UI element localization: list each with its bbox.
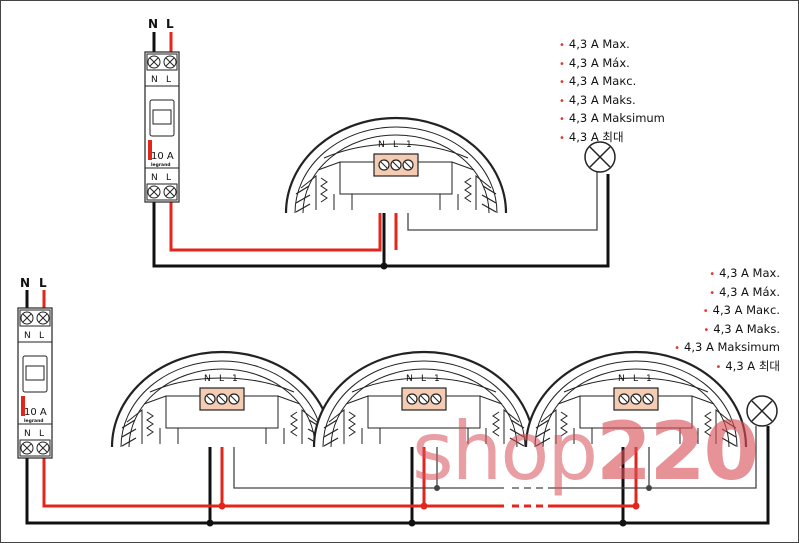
spec-item: •4,3 A Max. bbox=[709, 266, 780, 280]
continuation-gap bbox=[512, 487, 543, 525]
breaker-label-n: N bbox=[24, 429, 31, 439]
watermark-number: 220 bbox=[596, 405, 759, 498]
terminal-label-l: L bbox=[219, 374, 224, 384]
top-breaker: N L 10 A legrand N L bbox=[144, 51, 180, 203]
breaker-rating: 10 A bbox=[24, 407, 47, 418]
spec-item: •4,3 A Макс. bbox=[702, 303, 780, 318]
watermark-text: shop bbox=[412, 405, 598, 498]
terminal-label-n: N bbox=[204, 374, 211, 384]
spec-item: •4,3 A Макс. bbox=[559, 74, 637, 89]
bottom-detector-2: N L 1 bbox=[312, 350, 536, 449]
top-junction bbox=[380, 262, 388, 270]
bottom-junctions bbox=[206, 485, 652, 527]
breaker-label-l: L bbox=[166, 75, 171, 85]
terminal-label-l: L bbox=[393, 140, 398, 150]
spec-item: •4,3 A 최대 bbox=[715, 358, 780, 373]
spec-item: •4,3 A Maksimum bbox=[559, 111, 665, 126]
breaker-label-n: N bbox=[151, 75, 158, 85]
breaker-label-l: L bbox=[39, 429, 44, 439]
bottom-circuit: N L 10 A legrand N L N L N L 1 N L 1 N L… bbox=[17, 276, 778, 527]
bottom-detector-1: N L 1 bbox=[110, 350, 334, 449]
spec-item: •4,3 A Maks. bbox=[559, 92, 636, 107]
top-supply-l: L bbox=[166, 17, 174, 31]
breaker-label-n: N bbox=[151, 173, 158, 183]
breaker-brand: legrand bbox=[24, 418, 44, 424]
terminal-label-1: 1 bbox=[646, 374, 652, 384]
breaker-brand: legrand bbox=[151, 162, 171, 168]
breaker-rating: 10 A bbox=[151, 151, 174, 162]
top-supply-n: N bbox=[148, 17, 158, 31]
terminal-label-l: L bbox=[421, 374, 426, 384]
terminal-label-1: 1 bbox=[434, 374, 440, 384]
breaker-label-l: L bbox=[166, 173, 171, 183]
top-circuit: N L 10 A legrand N L N L N L 1 bbox=[144, 17, 616, 270]
bottom-breaker: N L 10 A legrand N L bbox=[17, 307, 53, 459]
terminal-label-n: N bbox=[406, 374, 413, 384]
spec-item: •4,3 A Máx. bbox=[709, 284, 780, 299]
terminal-label-1: 1 bbox=[232, 374, 238, 384]
bottom-supply-n: N bbox=[20, 276, 30, 290]
breaker-label-l: L bbox=[39, 331, 44, 341]
spec-item: •4,3 A Maks. bbox=[703, 321, 780, 336]
terminal-label-l: L bbox=[633, 374, 638, 384]
spec-item: •4,3 A 최대 bbox=[559, 129, 624, 144]
watermark: shop220 bbox=[412, 405, 759, 498]
spec-item: •4,3 A Max. bbox=[559, 37, 630, 51]
spec-list-top: •4,3 A Max. •4,3 A Máx. •4,3 A Макс. •4,… bbox=[559, 36, 665, 148]
spec-item: •4,3 A Maksimum bbox=[674, 340, 780, 355]
spec-item: •4,3 A Máx. bbox=[559, 55, 630, 70]
spec-list-bottom: •4,3 A Max. •4,3 A Máx. •4,3 A Макс. •4,… bbox=[674, 265, 780, 377]
terminal-label-n: N bbox=[618, 374, 625, 384]
breaker-label-n: N bbox=[24, 331, 31, 341]
bottom-supply-l: L bbox=[39, 276, 47, 290]
terminal-label-1: 1 bbox=[406, 140, 412, 150]
top-detector: N L 1 bbox=[284, 116, 508, 215]
bottom-detector-3: N L 1 bbox=[524, 350, 748, 449]
terminal-label-n: N bbox=[378, 140, 385, 150]
